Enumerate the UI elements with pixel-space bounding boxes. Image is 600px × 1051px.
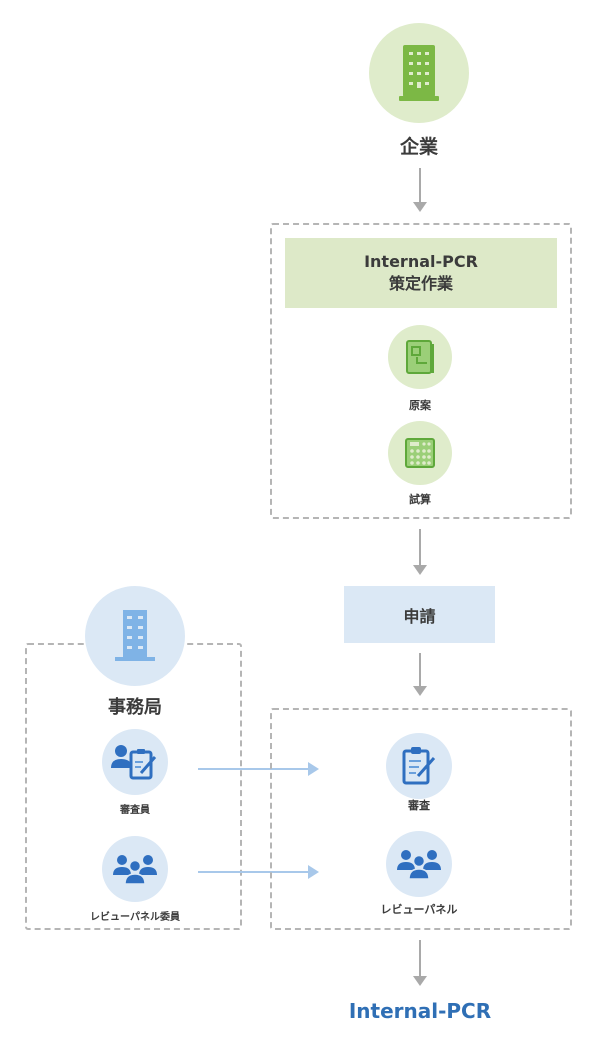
reviewer-node — [102, 729, 168, 795]
strategy-title-line2: 策定作業 — [388, 274, 453, 293]
review-group — [270, 708, 572, 930]
panel-member-label: レビューパネル委員 — [90, 912, 180, 923]
secretariat-label: 事務局 — [108, 697, 162, 718]
clipboard-pen-icon — [402, 747, 436, 785]
arrow-company-to-strategy — [419, 168, 421, 204]
review-panel-label: レビューパネル — [380, 903, 458, 916]
calculation-label: 試算 — [409, 493, 431, 506]
document-icon — [406, 340, 434, 374]
arrow-reviewer-to-review — [198, 768, 310, 770]
arrow-panel-member-to-panel — [198, 871, 310, 873]
review-label: 審査 — [408, 799, 430, 812]
strategy-title-box: Internal-PCR 策定作業 — [285, 238, 557, 308]
arrow-review-to-output — [419, 940, 421, 978]
arrow-strategy-to-application — [419, 529, 421, 567]
reviewer-icon — [111, 745, 157, 780]
arrow-head — [413, 565, 427, 575]
arrow-head — [413, 202, 427, 212]
review-panel-node — [386, 831, 452, 897]
calculation-node — [388, 421, 452, 485]
application-box: 申請 — [344, 586, 495, 643]
company-node — [369, 23, 469, 123]
arrow-application-to-review — [419, 653, 421, 688]
draft-label: 原案 — [409, 399, 431, 412]
group-icon — [397, 850, 441, 880]
arrow-head — [308, 865, 319, 879]
calculator-icon — [405, 438, 435, 468]
arrow-head — [413, 686, 427, 696]
output-label: Internal-PCR — [348, 999, 492, 1023]
strategy-title-line1: Internal-PCR — [364, 252, 478, 271]
building-icon — [399, 45, 439, 101]
company-label: 企業 — [399, 136, 438, 158]
reviewer-label: 審査員 — [120, 805, 150, 816]
strategy-group — [270, 223, 572, 519]
arrow-head — [308, 762, 319, 776]
arrow-head — [413, 976, 427, 986]
group-icon — [113, 855, 157, 885]
draft-node — [388, 325, 452, 389]
application-label: 申請 — [403, 606, 436, 626]
review-node — [386, 733, 452, 799]
building-icon — [115, 610, 155, 661]
secretariat-node — [85, 586, 185, 686]
panel-member-node — [102, 836, 168, 902]
